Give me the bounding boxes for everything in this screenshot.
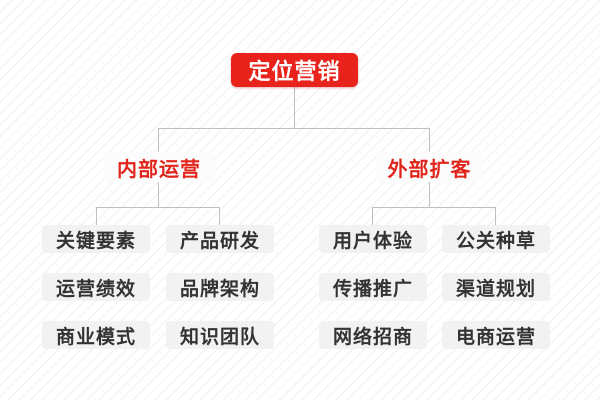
connector-right-col1-stub	[372, 207, 373, 225]
leaf-node-operation-kpi: 运营绩效	[42, 273, 150, 301]
leaf-node-online-recruiting: 网络招商	[319, 321, 427, 349]
leaf-node-key-elements: 关键要素	[42, 225, 150, 253]
connector-left-branch-vertical	[158, 182, 159, 207]
connector-right-branch-vertical	[429, 182, 430, 207]
connector-left-col2-stub	[219, 207, 220, 225]
connector-level1-left-stub	[158, 128, 159, 152]
leaf-node-promotion: 传播推广	[319, 273, 427, 301]
connector-right-branch-horizontal	[372, 207, 496, 208]
leaf-node-channel-planning: 渠道规划	[442, 273, 550, 301]
leaf-node-brand-architecture: 品牌架构	[166, 273, 274, 301]
leaf-node-product-rd: 产品研发	[166, 225, 274, 253]
leaf-node-ecommerce-ops: 电商运营	[442, 321, 550, 349]
connector-right-col2-stub	[495, 207, 496, 225]
branch-node-external-expansion: 外部扩客	[376, 152, 483, 182]
connector-left-col1-stub	[96, 207, 97, 225]
connector-root-vertical	[294, 87, 295, 128]
leaf-node-user-experience: 用户体验	[319, 225, 427, 253]
connector-level1-horizontal	[158, 128, 430, 129]
connector-left-branch-horizontal	[96, 207, 220, 208]
branch-node-internal-operations: 内部运营	[103, 152, 215, 182]
leaf-node-knowledge-team: 知识团队	[166, 321, 274, 349]
connector-level1-right-stub	[429, 128, 430, 152]
leaf-node-business-model: 商业模式	[42, 321, 150, 349]
leaf-node-pr-seeding: 公关种草	[442, 225, 550, 253]
root-node: 定位营销	[231, 53, 358, 87]
